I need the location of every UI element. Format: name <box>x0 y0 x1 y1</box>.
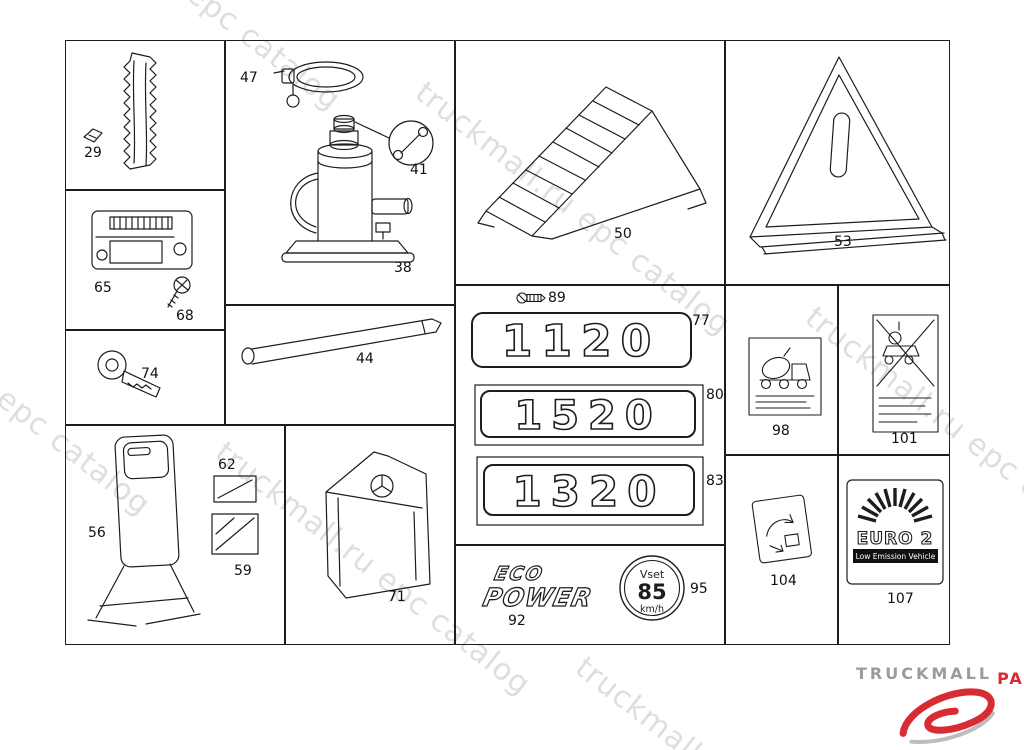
speed-limit-label: Vset <box>640 568 665 581</box>
brand-word-parts: PARTS <box>997 669 1024 688</box>
sun-rays-icon <box>857 488 933 523</box>
part-callout-47[interactable]: 47 <box>240 70 258 86</box>
part-callout-74[interactable]: 74 <box>141 366 159 382</box>
cell-saw-blade: 29 <box>65 40 225 190</box>
key-drawing <box>97 350 161 398</box>
bottle-jack-drawing <box>273 61 434 263</box>
eco-badge-line1: ECO <box>492 562 546 585</box>
watermark-text: truckmall.ru epc catalog <box>568 650 897 750</box>
part-callout-104[interactable]: 104 <box>770 573 797 589</box>
part-callout-56[interactable]: 56 <box>88 525 106 541</box>
part-callout-44[interactable]: 44 <box>356 351 374 367</box>
cell-tow-rod: 44 <box>225 305 455 425</box>
badge-1120-drawing: 1120 <box>471 312 692 368</box>
brand-word-truckmall: TRUCKMALL <box>856 664 993 683</box>
part-callout-92[interactable]: 92 <box>508 613 526 629</box>
badge-1520-text: 1520 <box>514 393 661 439</box>
cell-euro2-sticker: EURO 2 Low Emission Vehicle 107 <box>838 455 950 645</box>
cell-sticker-101: 101 <box>838 285 950 455</box>
euro2-subtitle: Low Emission Vehicle <box>856 552 936 561</box>
part-callout-98[interactable]: 98 <box>772 423 790 439</box>
warning-triangle-drawing <box>749 56 947 255</box>
eco-power-badge-drawing: ECO POWER <box>480 562 596 613</box>
sticker-104-drawing <box>751 494 812 564</box>
plug-29-drawing <box>83 128 103 143</box>
cell-model-badges: 89 1120 77 1520 80 1320 83 <box>455 285 725 545</box>
badge-1320-text: 1320 <box>513 467 666 516</box>
sticker-98-drawing <box>748 337 822 416</box>
tachograph-drawing <box>91 210 193 308</box>
euro2-title: EURO 2 <box>857 529 934 549</box>
badge-1320-drawing: 1320 <box>476 456 704 526</box>
first-aid-kit-drawing <box>87 434 259 627</box>
part-callout-101[interactable]: 101 <box>891 431 918 447</box>
brand-swirl-icon <box>899 688 995 745</box>
part-callout-107[interactable]: 107 <box>887 591 914 607</box>
card-62-drawing <box>213 475 257 503</box>
badge-1520-drawing: 1520 <box>474 384 704 446</box>
screw-89-drawing <box>516 292 546 304</box>
part-callout-59[interactable]: 59 <box>234 563 252 579</box>
first-aid-box-drawing <box>87 434 201 627</box>
jack-body <box>281 114 415 263</box>
cell-key: 74 <box>65 330 225 425</box>
part-callout-77[interactable]: 77 <box>692 313 710 329</box>
part-callout-50[interactable]: 50 <box>614 226 632 242</box>
wheel-chock-drawing <box>477 86 707 240</box>
cell-warning-triangle: 53 <box>725 40 950 285</box>
part-callout-95[interactable]: 95 <box>690 581 708 597</box>
part-callout-65[interactable]: 65 <box>94 280 112 296</box>
part-callout-68[interactable]: 68 <box>176 308 194 324</box>
truckmall-logo-text: TRUCKMALL PARTS <box>856 664 1024 688</box>
speed-limit-value: 85 <box>637 580 666 604</box>
cell-wheel-chock: 50 <box>455 40 725 285</box>
clamp-drawing <box>273 61 364 108</box>
part-callout-38[interactable]: 38 <box>394 260 412 276</box>
wrench-callout-icon <box>354 120 434 166</box>
sticker-101-drawing <box>872 314 939 433</box>
card-59-drawing <box>211 513 259 555</box>
part-callout-71[interactable]: 71 <box>388 589 406 605</box>
badge-1120-text: 1120 <box>502 316 660 367</box>
rod-drawing <box>241 318 442 365</box>
star-emblem-icon <box>370 474 394 498</box>
part-callout-83[interactable]: 83 <box>706 473 724 489</box>
euro2-bar <box>853 549 938 563</box>
tool-bag-drawing <box>325 451 431 599</box>
cell-first-aid-kit: 56 62 59 <box>65 425 285 645</box>
speed-limit-sticker-drawing: Vset 85 km/h <box>619 555 685 621</box>
part-callout-53[interactable]: 53 <box>834 234 852 250</box>
cell-jack: 47 41 38 <box>225 40 455 305</box>
truckmall-logo: TRUCKMALL PARTS <box>850 660 1024 750</box>
cell-sticker-104: 104 <box>725 455 838 645</box>
part-callout-62[interactable]: 62 <box>218 457 236 473</box>
eco-badge-line2: POWER <box>481 583 596 612</box>
cell-tool-bag: 71 <box>285 425 455 645</box>
part-callout-80[interactable]: 80 <box>706 387 724 403</box>
speed-limit-unit: km/h <box>640 604 664 615</box>
saw-blade-drawing <box>83 52 157 170</box>
cell-eco-speed: ECO POWER 92 Vset 85 km/h 95 <box>455 545 725 645</box>
screw-68-drawing <box>167 276 191 308</box>
part-callout-29[interactable]: 29 <box>84 145 102 161</box>
cell-sticker-98: 98 <box>725 285 838 455</box>
part-callout-41[interactable]: 41 <box>410 162 428 178</box>
euro2-sticker-drawing: EURO 2 Low Emission Vehicle <box>846 479 944 585</box>
cell-tachograph: 65 68 <box>65 190 225 330</box>
part-callout-89[interactable]: 89 <box>548 290 566 306</box>
